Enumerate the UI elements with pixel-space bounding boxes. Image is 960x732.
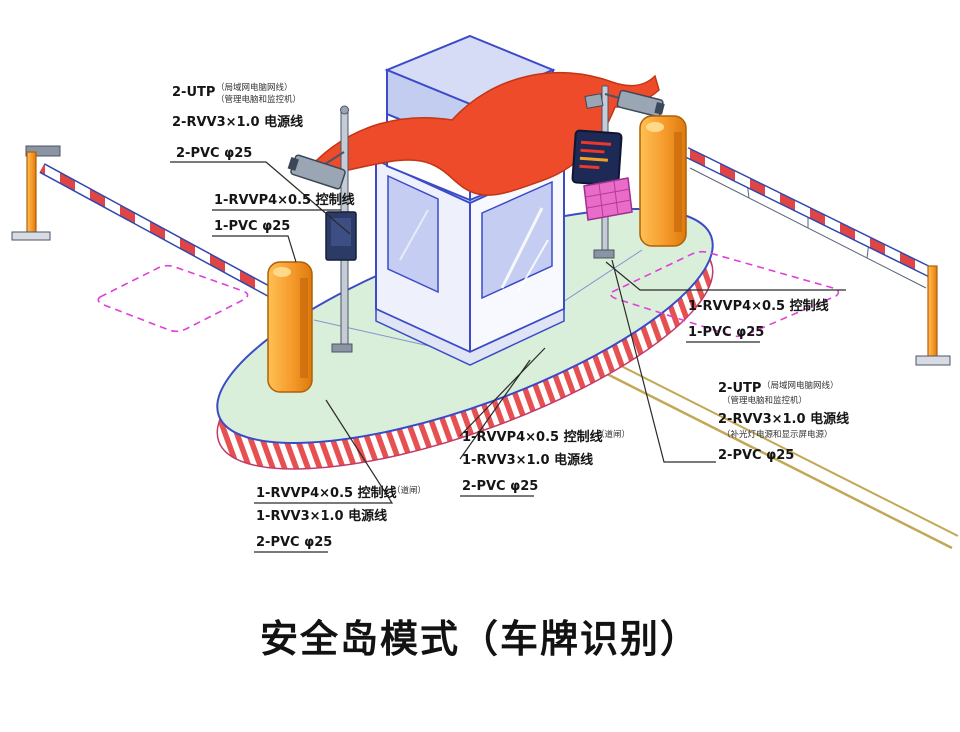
guard-booth: [375, 34, 565, 366]
annotation-topleft-conduit: 2-PVC φ25: [176, 146, 252, 161]
barrier-gate-right: [639, 115, 951, 366]
support-post-right: [927, 265, 938, 359]
annotation-leftbottom-control: 1-RVVP4×0.5 控制线: [256, 485, 397, 501]
vehicle-zone-right: [610, 250, 840, 338]
panel-grid-v1: [598, 182, 604, 218]
annotation-centerbottom-control: 1-RVVP4×0.5 控制线: [462, 429, 603, 445]
annotation-rightmid-conduit: 1-PVC φ25: [688, 325, 764, 340]
support-base-right: [915, 355, 951, 366]
vehicle-zone-left: [97, 264, 249, 333]
annotation-centerbottom-power: 1-RVV3×1.0 电源线: [462, 452, 593, 468]
annotation-rightlower-utp-note2: （管理电脑和监控机）: [722, 395, 807, 406]
annotation-centerbottom-conduit: 2-PVC φ25: [462, 479, 538, 494]
annotation-rightlower-power-note: （补光灯电源和显示屏电源）: [722, 429, 833, 440]
island-conduit-line-left: [313, 319, 439, 349]
panel-grid-h2: [586, 199, 632, 209]
led-text-row-1: [580, 140, 612, 146]
booth-door-window: [387, 174, 439, 294]
camera-pole-right: [571, 85, 665, 259]
camera-lens-right-icon: [654, 102, 665, 115]
annotation-rightmid-control: 1-RVVP4×0.5 控制线: [688, 298, 829, 314]
led-text-row-2: [580, 148, 605, 154]
arm-rest-bracket-left: [25, 145, 61, 157]
window-glare-1: [500, 207, 544, 289]
window-glare-left: [399, 209, 429, 261]
annotation-topleft-power: 2-RVV3×1.0 电源线: [172, 114, 303, 130]
led-text-row-3: [579, 156, 608, 162]
barrier-post-left-slot: [300, 278, 308, 378]
annotation-centerbottom-control-note: （道闸）: [596, 429, 630, 440]
camera-lens-center-icon: [287, 157, 299, 171]
barrier-post-left-highlight: [273, 267, 291, 277]
leader-lines: [170, 161, 846, 553]
barrier-arm-left: [40, 164, 276, 298]
pole-base-center: [331, 343, 353, 353]
barrier-post-right-highlight: [646, 122, 664, 132]
pole-base-right: [593, 249, 615, 259]
annotation-rightlower-conduit: 2-PVC φ25: [718, 448, 794, 463]
leader-left-bottom-1: [254, 399, 394, 504]
annotation-leftbottom-conduit: 2-PVC φ25: [256, 535, 332, 550]
aux-unit-right-icon: [584, 93, 604, 109]
booth-base-skirt: [375, 307, 565, 366]
support-post-left: [26, 151, 37, 235]
booth-window-right: [481, 180, 553, 300]
annotation-topleft-utp: 2-UTP: [172, 85, 215, 100]
fill-light-panel: [583, 177, 633, 221]
support-base-left: [11, 231, 51, 241]
barrier-gate-left: [11, 145, 313, 393]
annotation-leftbottom-power: 1-RVV3×1.0 电源线: [256, 508, 387, 524]
annotation-rightlower-power: 2-RVV3×1.0 电源线: [718, 411, 849, 427]
leader-center-bottom-2: [459, 359, 531, 460]
annotations: 2-UTP （局域网电脑网线） （管理电脑和监控机） 2-RVV3×1.0 电源…: [172, 82, 849, 550]
leader-left-mid-2: [212, 235, 297, 263]
annotation-leftmid-conduit: 1-PVC φ25: [214, 219, 290, 234]
panel-grid-v2: [613, 180, 619, 216]
annotation-rightlower-utp-note1: （局域网电脑网线）: [762, 380, 839, 391]
leader-right-mid-1: [605, 261, 846, 291]
barrier-post-right-slot: [674, 132, 682, 232]
control-box-panel: [331, 218, 351, 246]
annotation-leftmid-control: 1-RVVP4×0.5 控制线: [214, 192, 355, 208]
leader-right-lower: [611, 259, 716, 463]
leader-center-bottom-1: [459, 347, 546, 437]
annotation-rightlower-utp: 2-UTP: [718, 381, 761, 396]
annotation-topleft-utp-note1: （局域网电脑网线）: [216, 82, 293, 93]
diagram-title: 安全岛模式（车牌识别）: [260, 617, 700, 661]
barrier-arm-right: [684, 148, 932, 276]
annotation-topleft-utp-note2: （管理电脑和监控机）: [216, 94, 301, 105]
annotation-leftbottom-control-note: （道闸）: [392, 485, 426, 496]
window-glare-2: [517, 239, 549, 293]
panel-grid-h1: [585, 188, 631, 198]
led-text-row-4: [579, 164, 600, 170]
pole-cap-center: [340, 105, 349, 115]
